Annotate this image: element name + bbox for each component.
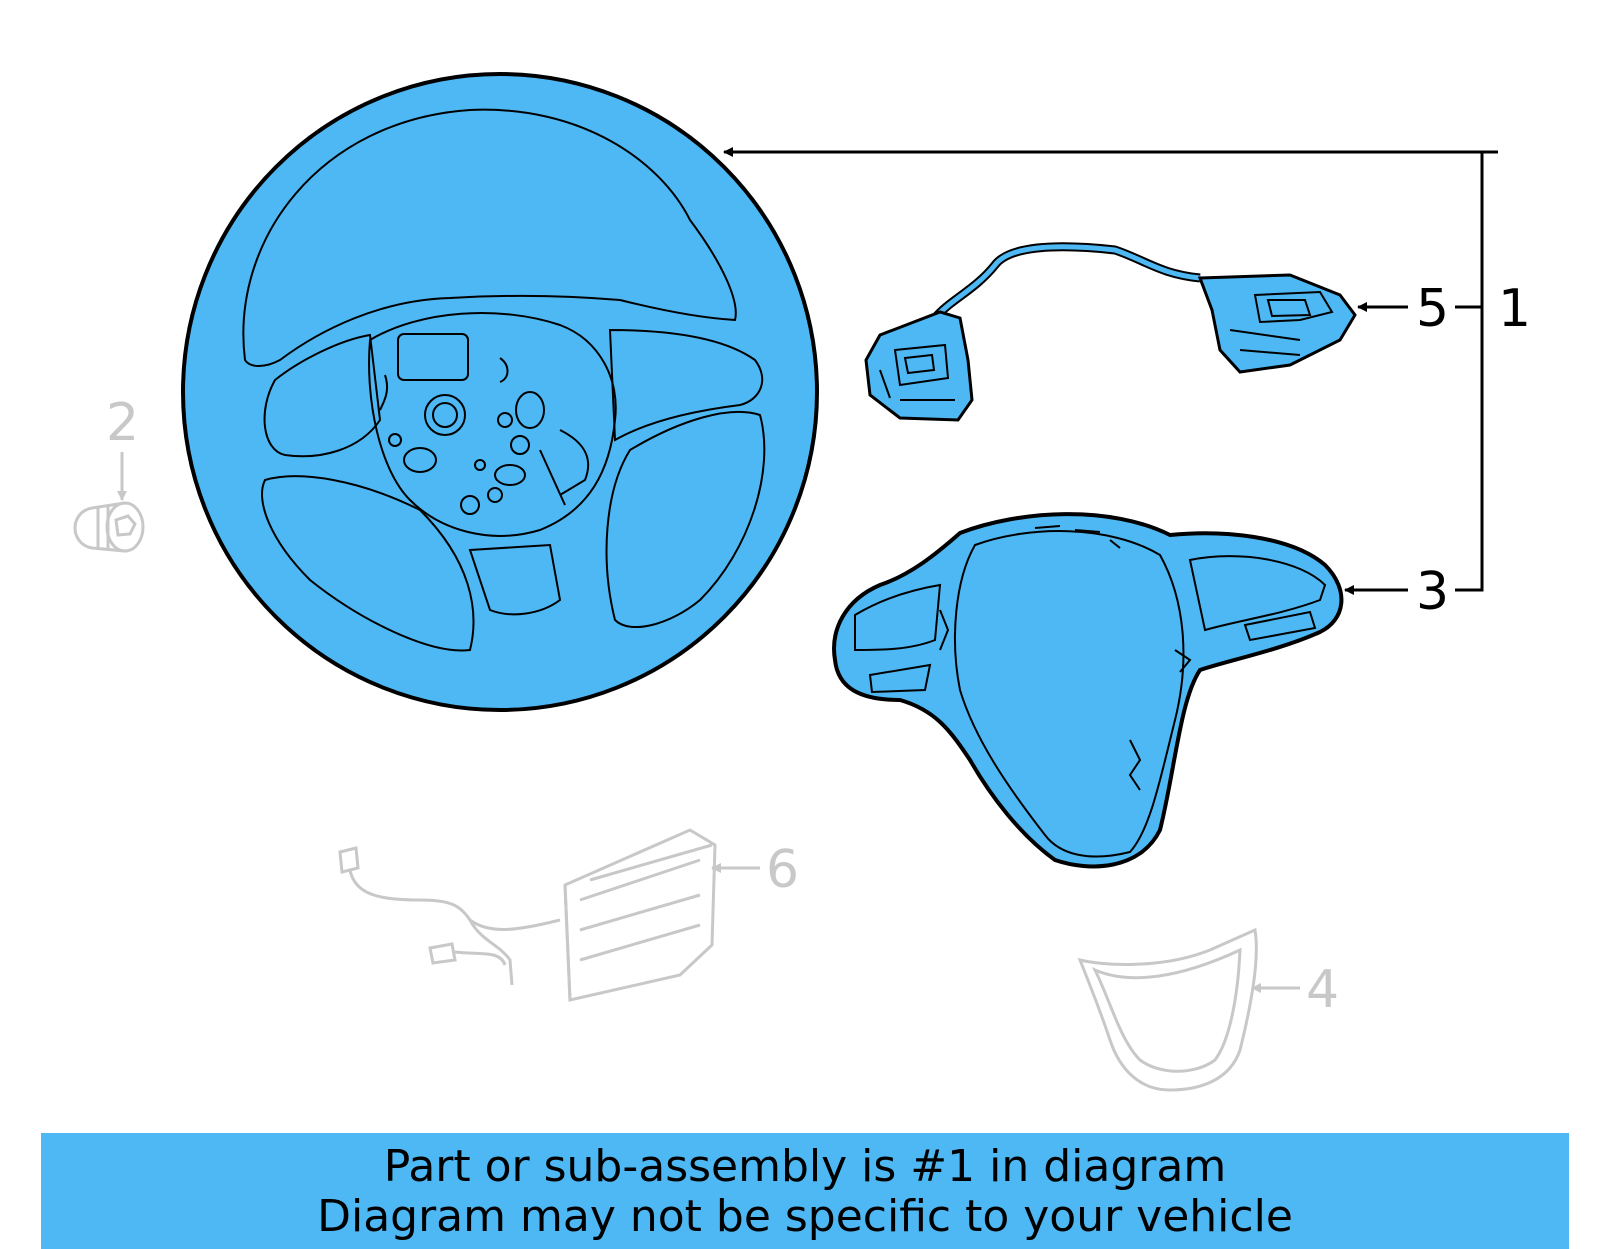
leader-lines: [117, 147, 1498, 993]
trim-bezel-body: [832, 512, 1344, 869]
bracket-3: [1455, 307, 1484, 592]
lower-cover: [1077, 927, 1258, 1092]
callout-4: 4: [1306, 960, 1339, 1020]
callout-5: 5: [1416, 279, 1449, 339]
control-module: [338, 828, 717, 1002]
callout-3: 3: [1416, 562, 1449, 622]
switch-assembly: [864, 242, 1357, 422]
banner-line-2: Diagram may not be specific to your vehi…: [317, 1191, 1293, 1242]
steering-wheel: [181, 72, 819, 712]
bracket-1: [1455, 150, 1498, 309]
callout-1: 1: [1498, 279, 1531, 339]
trim-bezel: [832, 512, 1344, 869]
bolt: [73, 501, 145, 553]
right-switch: [1197, 273, 1357, 374]
callout-2: 2: [106, 393, 139, 453]
banner-line-1: Part or sub-assembly is #1 in diagram: [383, 1141, 1227, 1192]
callout-6: 6: [766, 840, 799, 900]
info-banner: Part or sub-assembly is #1 in diagram Di…: [41, 1133, 1569, 1249]
steering-wheel-body: [181, 72, 819, 712]
left-switch: [864, 310, 974, 422]
